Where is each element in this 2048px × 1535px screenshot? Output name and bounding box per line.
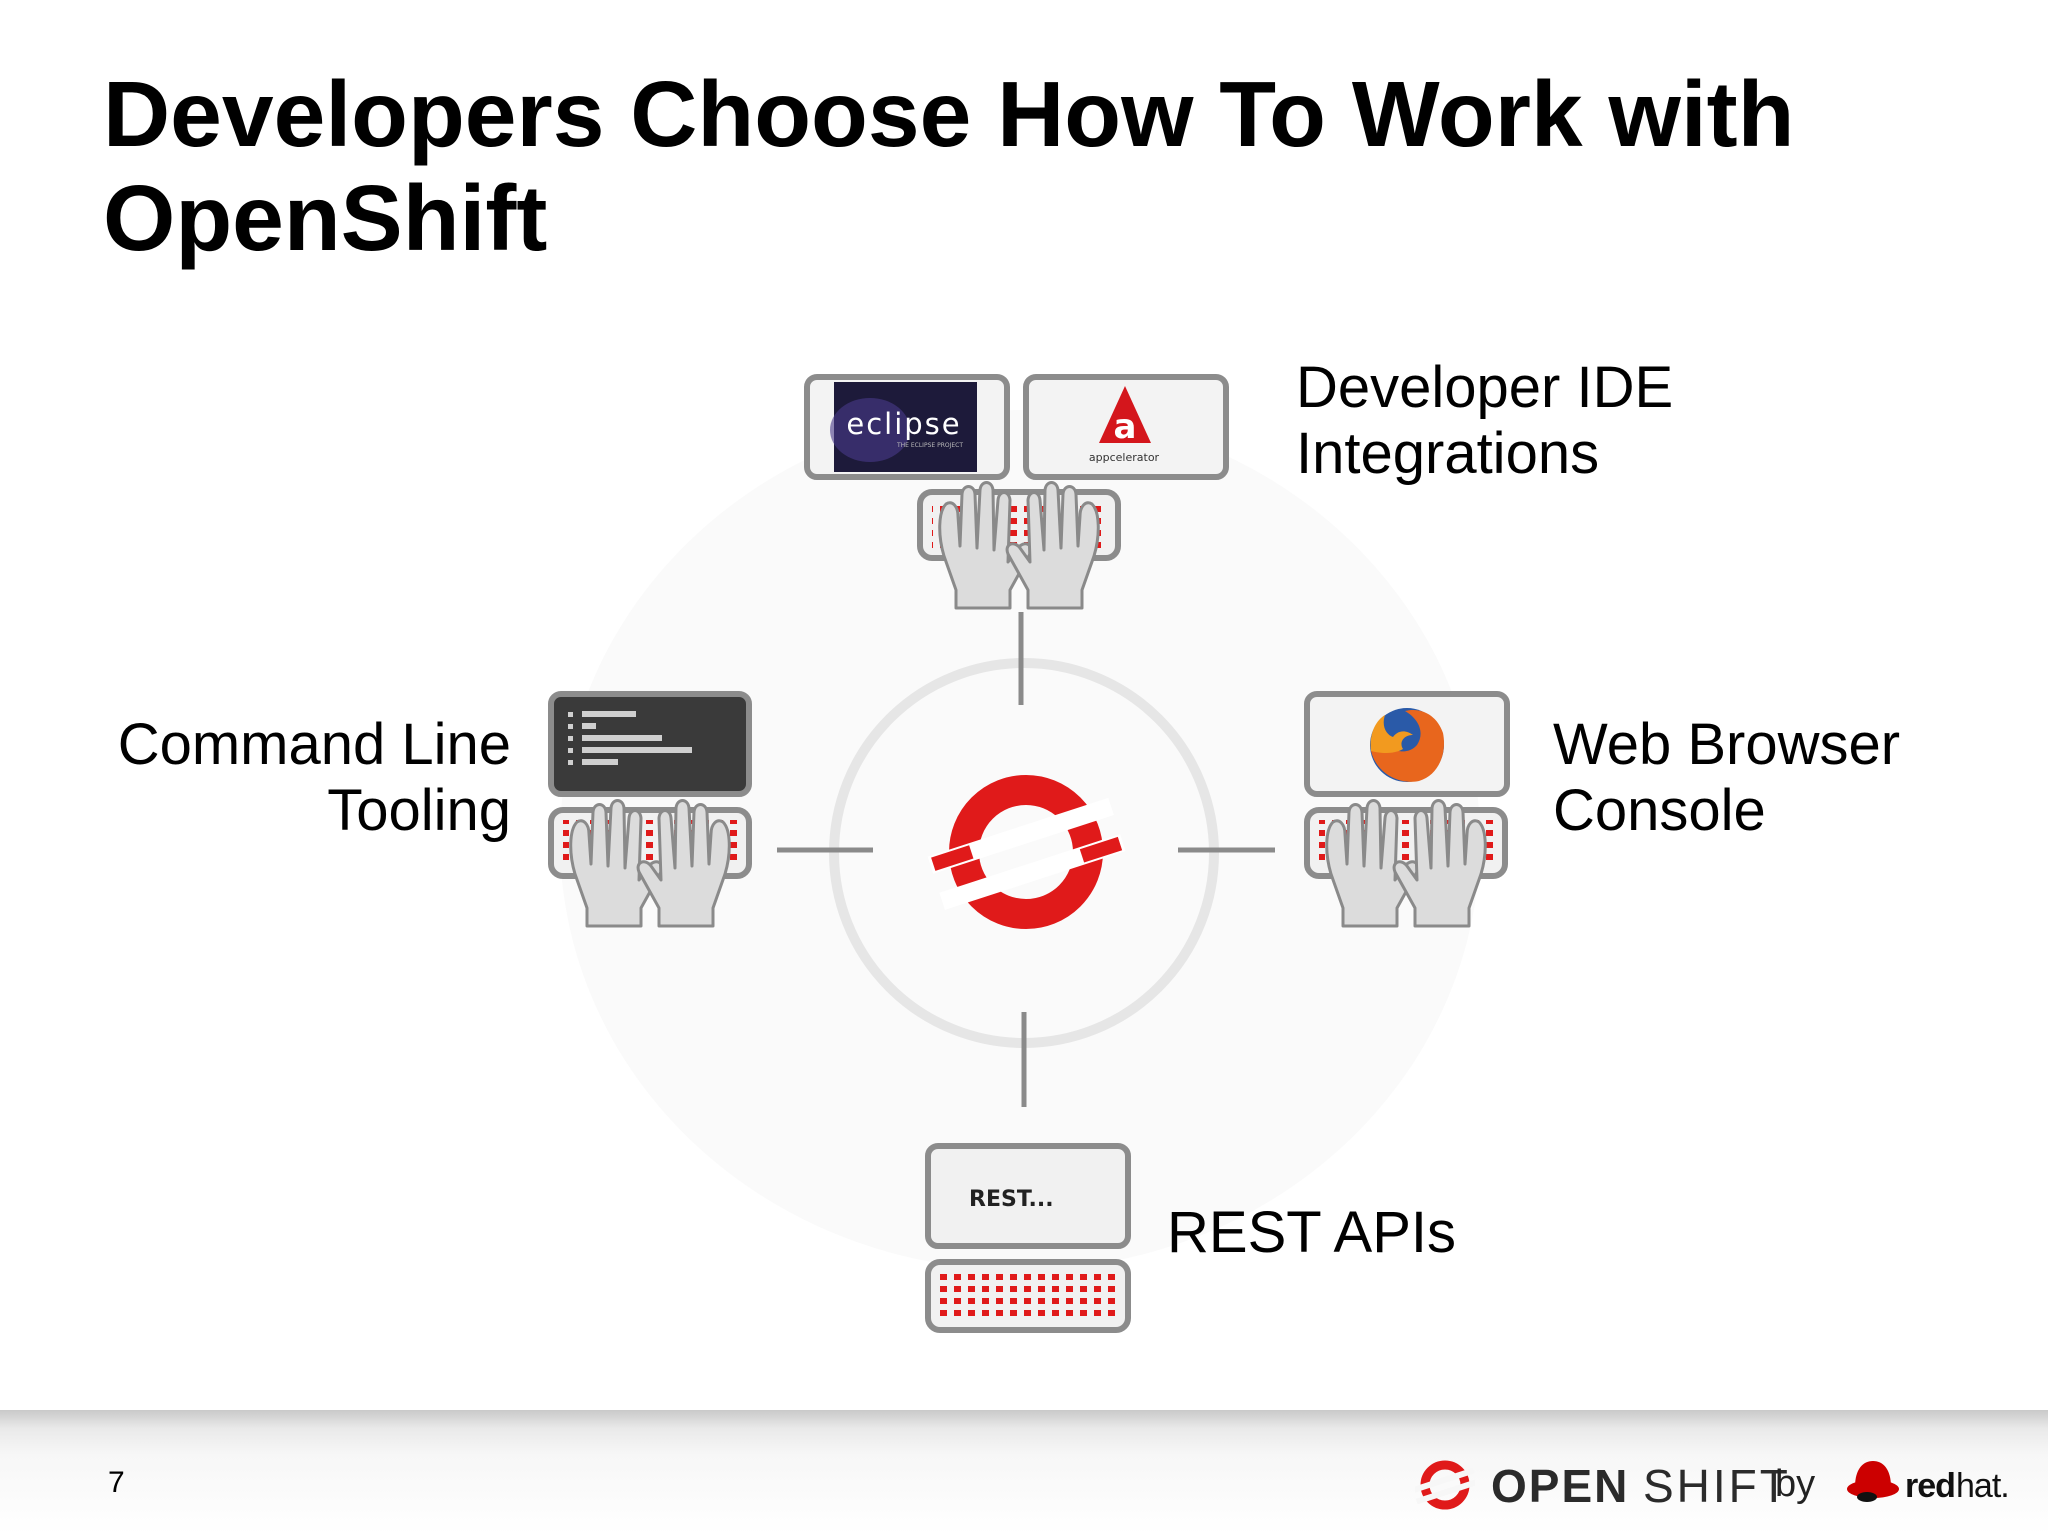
keyboard-hands-icon — [1304, 799, 1508, 928]
rest-screen-text: REST... — [969, 1187, 1054, 1212]
openshift-logo-icon — [1415, 1460, 1475, 1510]
web-label: Web Browser Console — [1553, 712, 1900, 844]
ide-label-line1: Developer IDE — [1296, 355, 1674, 420]
page-number: 7 — [108, 1466, 125, 1499]
openshift-logo-icon — [927, 775, 1126, 929]
rest-label-text: REST APIs — [1167, 1200, 1457, 1265]
brand-by-text: by — [1775, 1463, 1816, 1505]
ide-label: Developer IDE Integrations — [1296, 355, 1673, 487]
redhat-shadowman-icon — [1847, 1461, 1899, 1502]
cli-label: Command Line Tooling — [118, 712, 511, 844]
eclipse-subtext: THE ECLIPSE PROJECT — [896, 442, 963, 449]
brand-shift-text: SHIFT — [1643, 1460, 1791, 1512]
web-label-line1: Web Browser — [1553, 712, 1901, 777]
cli-label-line2: Tooling — [327, 778, 511, 843]
footer-brand: OPEN SHIFT by red hat. — [1415, 1455, 2015, 1515]
appcelerator-screen: a appcelerator — [1023, 374, 1229, 480]
brand-hat-text: hat. — [1956, 1467, 2010, 1505]
terminal-icon — [548, 691, 752, 797]
web-label-line2: Console — [1553, 778, 1766, 843]
slide-title: Developers Choose How To Work with OpenS… — [103, 62, 1795, 270]
brand-red-text: red — [1905, 1467, 1956, 1505]
keyboard-hands-icon — [917, 481, 1121, 610]
brand-open-text: OPEN — [1491, 1460, 1630, 1512]
appcelerator-icon — [1099, 386, 1151, 443]
footer-bar — [0, 1410, 2048, 1535]
rest-label: REST APIs — [1167, 1200, 1456, 1266]
cli-label-line1: Command Line — [117, 712, 511, 777]
appcelerator-label: appcelerator — [1089, 451, 1160, 464]
eclipse-icon: eclipse — [846, 407, 961, 441]
svg-text:a: a — [1114, 407, 1137, 447]
browser-screen — [1304, 691, 1510, 797]
rest-screen: REST... — [925, 1143, 1131, 1249]
eclipse-screen: eclipse THE ECLIPSE PROJECT — [804, 374, 1010, 480]
keyboard-hands-icon — [548, 799, 752, 928]
firefox-icon — [1370, 708, 1444, 782]
ide-label-line2: Integrations — [1296, 421, 1600, 486]
keyboard-icon — [925, 1259, 1131, 1333]
